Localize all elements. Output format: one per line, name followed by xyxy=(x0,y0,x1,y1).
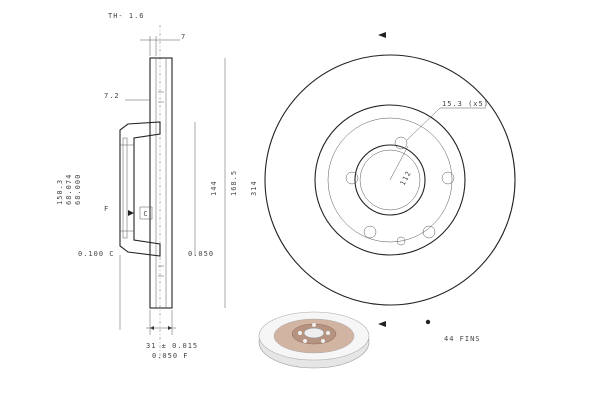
pcd-label: 112 xyxy=(399,169,413,187)
runout-right-label: 0.050 xyxy=(188,250,214,258)
bolt-hole xyxy=(394,136,408,150)
thickness-tolerance-label: 31 ± 0.015 xyxy=(146,342,198,350)
front-view: 112 15.3 (x5) 44 FINS xyxy=(264,32,516,343)
diameter-168-label: 168.5 xyxy=(230,170,238,196)
bolt-hole xyxy=(422,225,436,239)
bolt-holes-label: 15.3 (x5) xyxy=(442,100,489,108)
datum-f-label: F xyxy=(104,205,109,213)
hat-diameter-label: 150.3 xyxy=(56,179,64,205)
parallelism-label: 0.050 F xyxy=(152,352,189,360)
bolt-hole xyxy=(363,225,377,239)
runout-left-label: 0.100 C xyxy=(78,250,115,258)
disc-thumbnail xyxy=(258,311,370,369)
side-section-view: C xyxy=(119,25,226,360)
bore-max-label: 68.074 xyxy=(65,174,73,205)
diameter-314-label: 314 xyxy=(250,180,258,196)
arrow-head-icon xyxy=(378,321,386,327)
side-view-labels: TH- 1.6 7 7.2 150.3 68.074 68.000 F 0.10… xyxy=(56,12,258,360)
arrow-head-icon xyxy=(378,32,386,38)
datum-arrow-icon xyxy=(128,210,134,216)
thickness-min-label: TH- 1.6 xyxy=(108,12,145,20)
locating-hole xyxy=(396,236,406,246)
friction-thickness-label: 7 xyxy=(181,33,186,41)
bolt-hole xyxy=(345,171,359,185)
datum-c-label: C xyxy=(143,210,148,218)
vane-width-label: 7.2 xyxy=(104,92,120,100)
diameter-144-label: 144 xyxy=(210,180,218,196)
datum-c-box xyxy=(139,206,153,220)
fin-marker xyxy=(425,319,431,325)
bore-min-label: 68.000 xyxy=(74,174,82,205)
fins-label: 44 FINS xyxy=(444,335,481,343)
bolt-hole xyxy=(441,171,455,185)
